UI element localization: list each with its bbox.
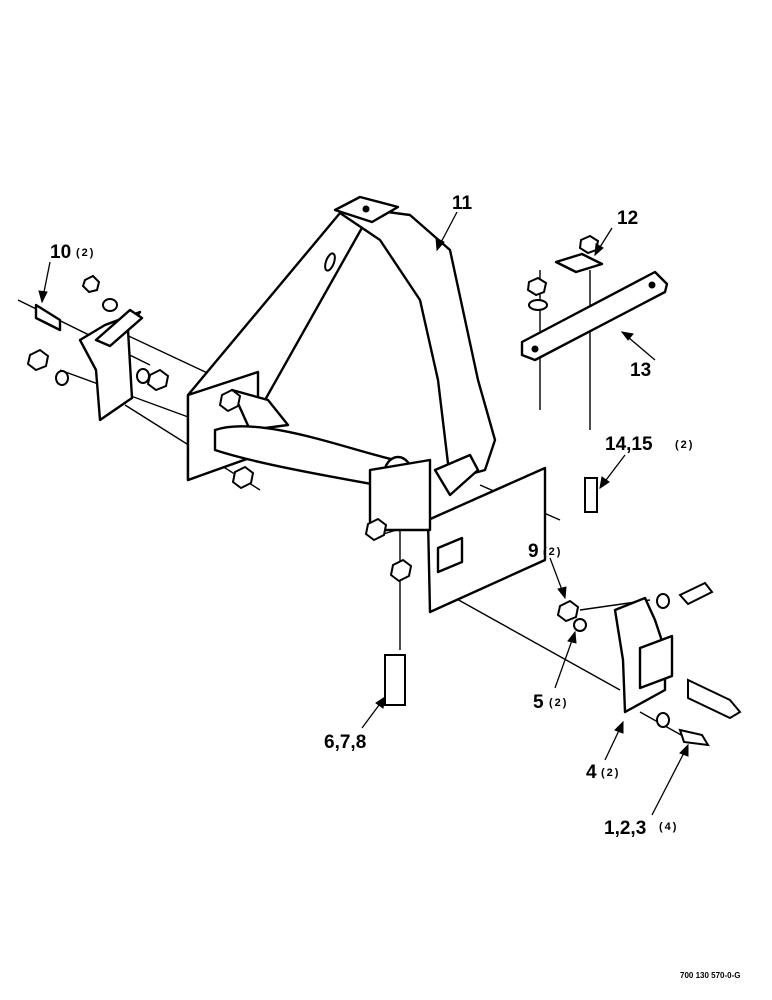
left-bracket-part-10 <box>26 274 170 422</box>
bracket-part-13 <box>520 270 669 362</box>
drawing-reference-number: 700 130 570-0-G <box>680 971 741 980</box>
hitch-frame-part-11 <box>186 195 547 614</box>
right-bracket-part-4 <box>384 477 742 747</box>
callout-quantity: (2) <box>549 697 568 709</box>
callout-quantity: (2) <box>601 767 620 779</box>
left-hardware <box>26 274 170 392</box>
callout-number: 5 <box>533 692 544 713</box>
callout-number: 6,7,8 <box>324 732 366 753</box>
callout-quantity: (2) <box>543 546 562 558</box>
callout-quantity: (2) <box>76 247 95 259</box>
strap-part-12 <box>526 234 604 311</box>
callout-number: 10 <box>50 242 71 263</box>
callout-number: 9 <box>528 541 539 562</box>
leader-lines <box>38 211 689 816</box>
callout-quantity: (4) <box>659 821 678 833</box>
callout-5: 5 (2) <box>533 692 568 713</box>
callout-10: 10 (2) <box>50 242 95 263</box>
callout-13: 13 <box>630 360 651 381</box>
callout-quantity: (2) <box>675 439 694 451</box>
callout-number: 4 <box>586 762 597 783</box>
callout-11: 11 <box>452 193 473 214</box>
callout-number: 14,15 <box>605 434 653 455</box>
callout-number: 11 <box>452 193 473 214</box>
callout-number: 1,2,3 <box>604 818 646 839</box>
callout-12: 12 <box>617 208 638 229</box>
frame-nut <box>218 388 413 583</box>
callout-9: 9 (2) <box>528 541 562 562</box>
callout-1-2-3: 1,2,3 (4) <box>604 818 678 839</box>
callout-number: 12 <box>617 208 638 229</box>
callout-number: 13 <box>630 360 651 381</box>
right-hardware <box>384 477 742 747</box>
callout-4: 4 (2) <box>586 762 620 783</box>
callout-14-15: 14,15 (2) <box>605 434 694 455</box>
callout-6-7-8: 6,7,8 <box>324 732 366 753</box>
